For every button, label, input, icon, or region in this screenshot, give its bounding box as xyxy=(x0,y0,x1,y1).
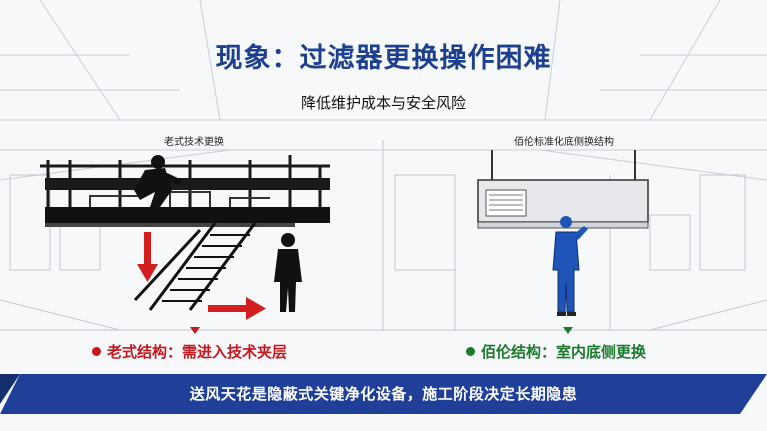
banner-background xyxy=(0,374,767,414)
old-structure-label-text: 老式结构：需进入技术夹层 xyxy=(107,343,288,361)
red-dot-icon xyxy=(92,347,101,356)
green-dot-icon xyxy=(466,347,475,356)
bottom-banner-text: 送风天花是隐蔽式关键净化设备，施工阶段决定长期隐患 xyxy=(189,385,578,403)
worker-standing-silhouette xyxy=(274,233,302,312)
room-walls xyxy=(0,140,767,331)
page-subtitle: 降低维护成本与安全风险 xyxy=(300,94,466,112)
red-arrow-down-icon xyxy=(137,232,158,282)
red-arrow-right-icon xyxy=(208,297,266,320)
right-panel-caption: 佰伦标准化底侧换结构 xyxy=(514,137,614,148)
ceiling-filter-unit xyxy=(477,150,649,229)
new-structure-label-text: 佰伦结构：室内底侧更换 xyxy=(481,343,647,361)
left-panel-caption: 老式技术更换 xyxy=(164,137,224,148)
stairs xyxy=(133,222,257,311)
new-structure-label: 佰伦结构：室内底侧更换 xyxy=(466,341,646,362)
worker-crouching-silhouette xyxy=(134,155,182,207)
old-structure-label: 老式结构：需进入技术夹层 xyxy=(92,341,287,362)
red-marker-icon xyxy=(190,327,200,334)
worker-reaching-figure xyxy=(552,216,588,316)
page-title: 现象：过滤器更换操作困难 xyxy=(215,43,552,74)
green-marker-icon xyxy=(563,327,573,334)
mezzanine-platform xyxy=(40,155,330,227)
banner-accent xyxy=(0,374,20,404)
